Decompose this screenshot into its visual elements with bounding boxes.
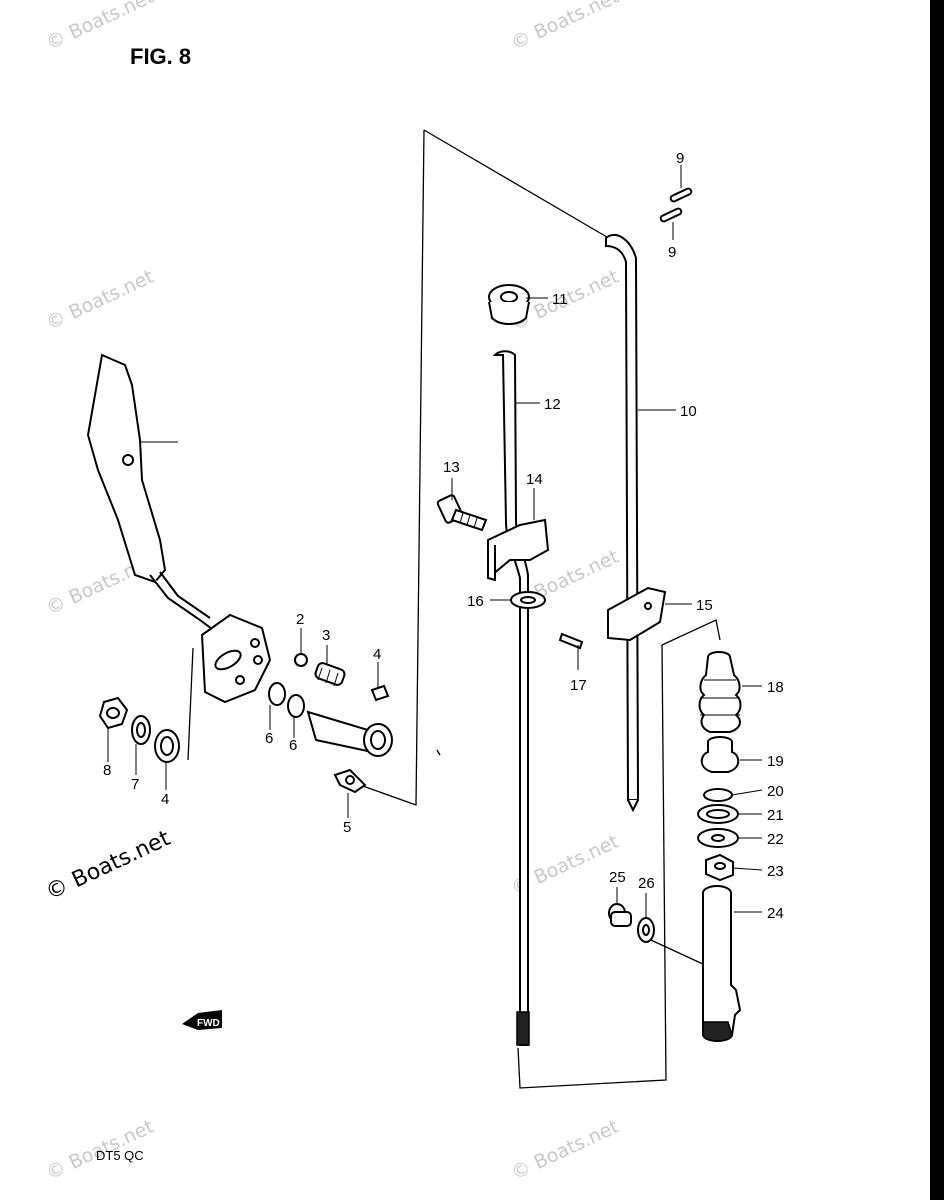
rod-guide-15: [607, 586, 667, 642]
callout-6: 6: [265, 730, 273, 747]
callout-24: 24: [767, 905, 784, 922]
bolt: [436, 494, 488, 532]
callout-9: 9: [668, 244, 676, 261]
fwd-arrow: FWD: [182, 1010, 222, 1030]
lower-shift-rod: [702, 885, 742, 1042]
callouts: 9 9 10 11 12 13 14 16 17 15 18 19 20 21 …: [103, 150, 784, 922]
pin-17: [558, 632, 584, 650]
leader-lines: [107, 165, 763, 918]
circlips: [268, 682, 305, 718]
bolt-washer: [608, 903, 655, 943]
watermark-large: © Boats.net: [42, 826, 175, 906]
watermark: © Boats.net: [508, 0, 622, 55]
shift-lever: [86, 353, 272, 704]
callout-11: 11: [552, 291, 568, 308]
watermark: © Boats.net: [508, 1116, 622, 1185]
callout-2: 2: [296, 611, 304, 628]
callout-3: 3: [322, 627, 330, 644]
callout-19: 19: [767, 753, 784, 770]
callout-18: 18: [767, 679, 784, 696]
shift-shaft-bracket: [306, 710, 393, 794]
boot: [698, 651, 742, 733]
svg-text:© Boats.net: © Boats.net: [42, 826, 175, 906]
callout-4: 4: [161, 791, 169, 808]
callout-13: 13: [443, 459, 460, 476]
callout-21: 21: [767, 807, 784, 824]
callout-12: 12: [544, 396, 561, 413]
callout-8: 8: [103, 762, 111, 779]
callout-23: 23: [767, 863, 784, 880]
shift-rod-upper: [492, 350, 530, 1046]
callout-7: 7: [131, 776, 139, 793]
washer-16: [510, 591, 546, 609]
callout-26: 26: [638, 875, 655, 892]
callout-6: 6: [289, 737, 297, 754]
callout-16: 16: [467, 593, 484, 610]
callout-17: 17: [570, 677, 587, 694]
callout-10: 10: [680, 403, 697, 420]
callout-9: 9: [676, 150, 684, 167]
bushing: [700, 736, 740, 773]
grommet: [488, 284, 530, 325]
rod-guide: [487, 518, 550, 582]
watermark: © Boats.net: [43, 266, 157, 335]
callout-14: 14: [526, 471, 543, 488]
callout-4: 4: [373, 646, 381, 663]
callout-25: 25: [609, 869, 626, 886]
clips: [659, 187, 693, 223]
shift-rod: [605, 233, 640, 813]
detent-parts: [294, 653, 390, 702]
callout-22: 22: [767, 831, 784, 848]
fasteners-left: [98, 696, 180, 763]
footer-code: DT5 QC: [96, 1148, 144, 1163]
figure-title: FIG. 8: [130, 44, 191, 69]
scan-edge: [930, 0, 944, 1200]
callout-15: 15: [696, 597, 713, 614]
reference-frame: [187, 129, 721, 1089]
callout-20: 20: [767, 783, 784, 800]
callout-5: 5: [343, 819, 351, 836]
stack-washers: [697, 788, 739, 882]
fwd-label: FWD: [197, 1018, 220, 1029]
